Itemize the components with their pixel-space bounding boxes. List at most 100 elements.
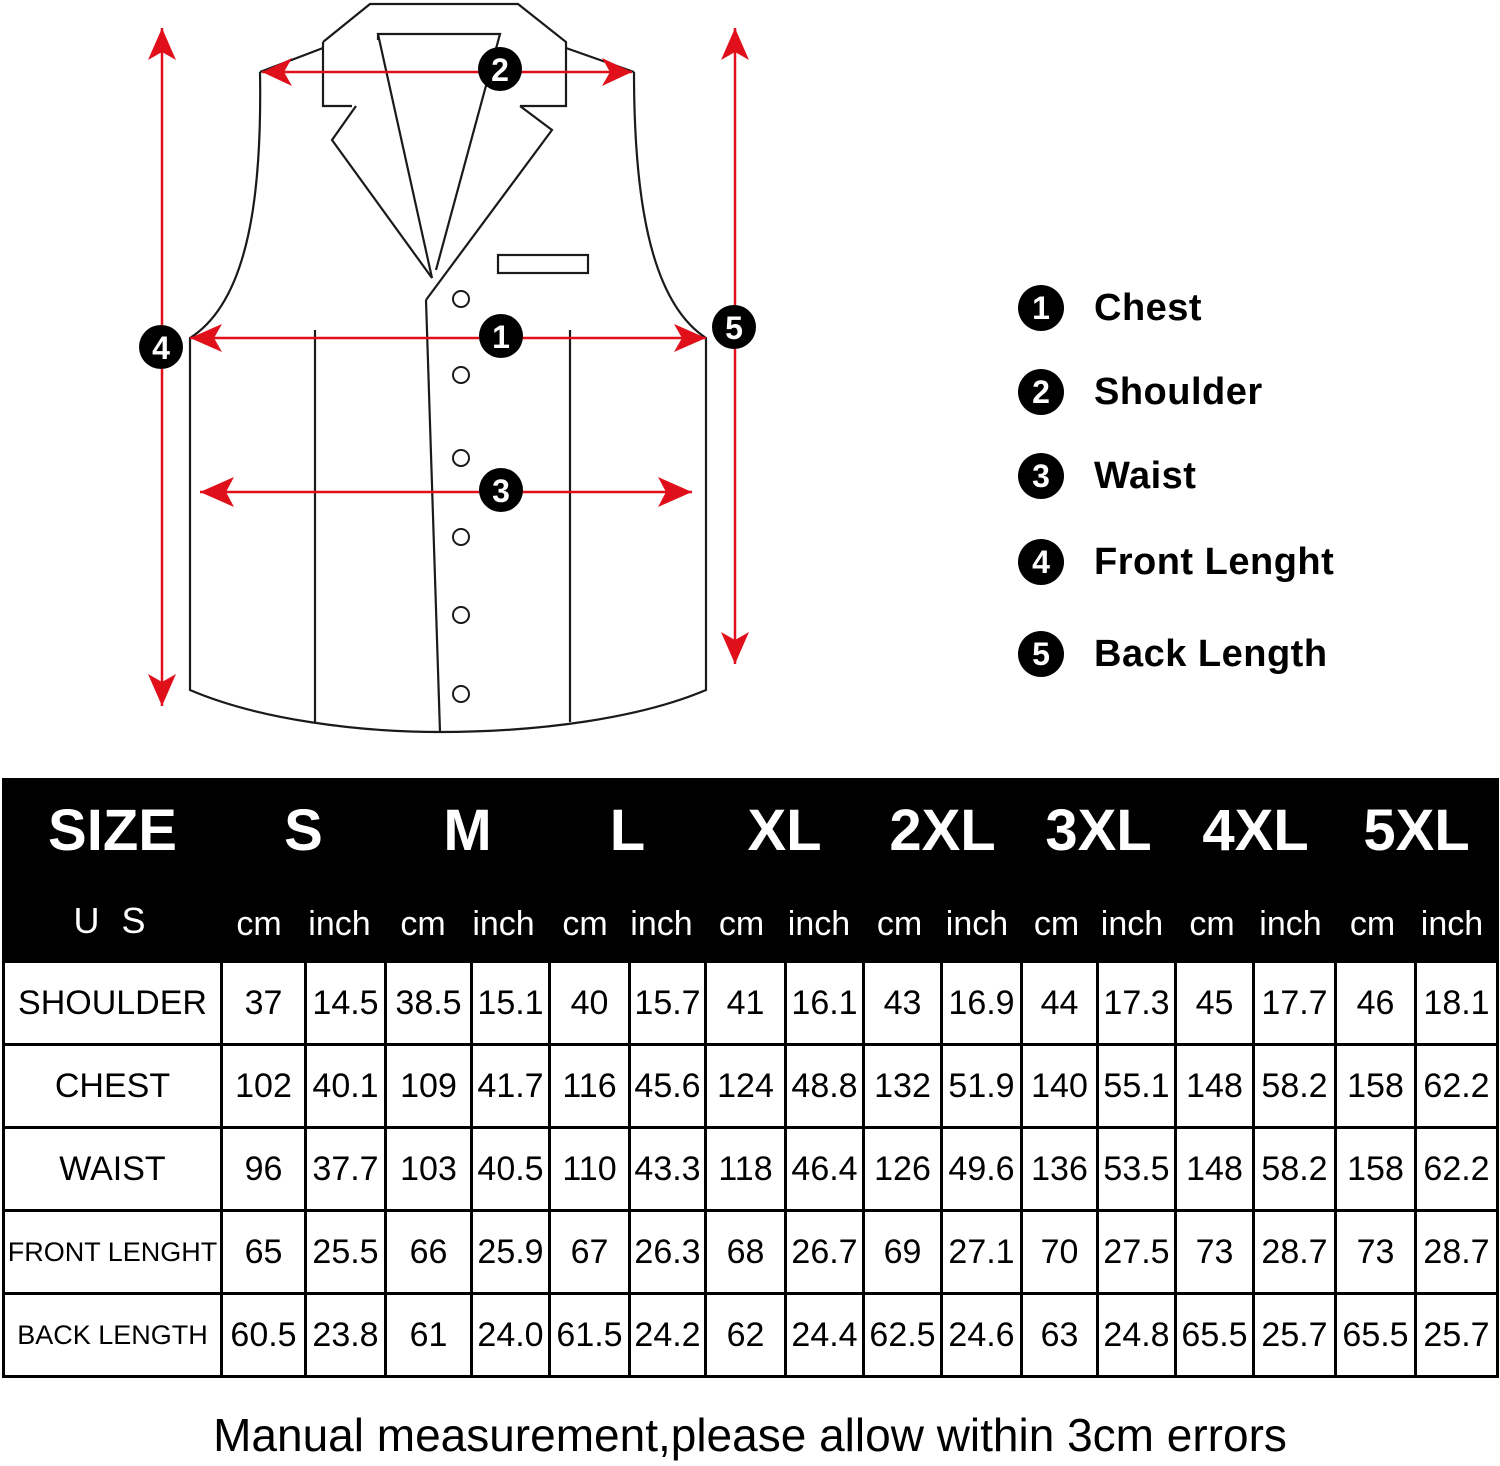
size-m: M [383,778,552,882]
inch-value-cell: 37.7 [304,1126,387,1212]
cm-value-cell: 37 [220,960,307,1046]
unit-cm: cm [1349,904,1396,943]
unit-cm: cm [718,904,765,943]
unit-inch: inch [1100,904,1164,943]
unit-inch: inch [945,904,1009,943]
unit-inch: inch [308,904,371,943]
cm-value-cell: 43 [862,960,944,1046]
number-3-icon: 3 [1018,453,1064,499]
cm-value-cell: 62 [704,1292,788,1378]
cm-value-cell: 38.5 [384,960,473,1046]
row-label: BACK LENGTH [2,1292,223,1378]
cm-value-cell: 124 [704,1043,788,1129]
svg-text:5: 5 [725,310,743,346]
legend-item-front-length: 4 Front Lenght [1018,534,1334,590]
unit-cm: cm [236,904,282,943]
inch-value-cell: 40.1 [304,1043,387,1129]
size-header-row: SIZE S M L XL 2XL 3XL 4XL 5XL [2,778,1500,882]
svg-text:1: 1 [492,319,510,355]
inch-value-cell: 25.5 [304,1209,387,1295]
inch-value-cell: 25.7 [1252,1292,1338,1378]
number-4-icon: 4 [1018,539,1064,585]
cm-value-cell: 44 [1020,960,1100,1046]
cm-value-cell: 69 [862,1209,944,1295]
unit-cm: cm [876,904,923,943]
row-label: FRONT LENGHT [2,1209,223,1295]
legend-item-chest: 1 Chest [1018,280,1202,336]
inch-value-cell: 48.8 [784,1043,866,1129]
inch-value-cell: 17.7 [1252,960,1338,1046]
inch-value-cell: 23.8 [304,1292,387,1378]
row-label: WAIST [2,1126,223,1212]
unit-cm: cm [1033,904,1080,943]
cm-value-cell: 116 [548,1043,632,1129]
unit-cm: cm [562,904,608,943]
unit-inch: inch [472,904,535,943]
cm-value-cell: 140 [1020,1043,1100,1129]
size-s: S [220,778,387,882]
cm-value-cell: 65.5 [1334,1292,1418,1378]
legend-label: Front Lenght [1094,540,1335,583]
measurement-note: Manual measurement,please allow within 3… [213,1409,1287,1461]
cm-value-cell: 103 [384,1126,473,1212]
cm-value-cell: 65.5 [1174,1292,1256,1378]
svg-text:2: 2 [491,52,509,88]
cm-value-cell: 118 [704,1126,788,1212]
inch-value-cell: 53.5 [1096,1126,1178,1212]
marker-2-badge: 2 [478,47,522,91]
inch-value-cell: 58.2 [1252,1043,1338,1129]
inch-value-cell: 24.4 [784,1292,866,1378]
us-label: U S [2,879,223,963]
unit-inch: inch [630,904,693,943]
legend-label: Chest [1094,286,1203,329]
cm-value-cell: 148 [1174,1126,1256,1212]
size-3xl: 3XL [1020,778,1178,882]
size-2xl: 2XL [862,778,1024,882]
inch-value-cell: 26.7 [784,1209,866,1295]
inch-value-cell: 24.6 [940,1292,1024,1378]
cm-value-cell: 136 [1020,1126,1100,1212]
cm-value-cell: 45 [1174,960,1256,1046]
marker-1-badge: 1 [479,314,523,358]
inch-value-cell: 62.2 [1414,1043,1500,1129]
cm-value-cell: 67 [548,1209,632,1295]
inch-value-cell: 16.9 [940,960,1024,1046]
cm-value-cell: 96 [220,1126,307,1212]
cm-value-cell: 60.5 [220,1292,307,1378]
cm-value-cell: 61 [384,1292,473,1378]
legend-label: Waist [1094,454,1197,497]
chest-measure-line [190,324,706,352]
cm-value-cell: 70 [1020,1209,1100,1295]
size-4xl: 4XL [1174,778,1338,882]
inch-value-cell: 27.5 [1096,1209,1178,1295]
cm-value-cell: 102 [220,1043,307,1129]
vest-buttons [452,290,470,703]
cm-value-cell: 40 [548,960,632,1046]
inch-value-cell: 62.2 [1414,1126,1500,1212]
cm-value-cell: 132 [862,1043,944,1129]
unit-cm: cm [1189,904,1235,943]
inch-value-cell: 55.1 [1096,1043,1178,1129]
marker-4-badge: 4 [139,325,183,369]
unit-inch: inch [787,904,851,943]
inch-value-cell: 46.4 [784,1126,866,1212]
inch-value-cell: 45.6 [628,1043,708,1129]
inch-value-cell: 15.1 [469,960,552,1046]
row-label: CHEST [2,1043,223,1129]
cm-value-cell: 126 [862,1126,944,1212]
inch-value-cell: 41.7 [469,1043,552,1129]
unit-inch: inch [1259,904,1322,943]
inch-value-cell: 26.3 [628,1209,708,1295]
legend-label: Shoulder [1094,370,1263,413]
inch-value-cell: 14.5 [304,960,387,1046]
cm-value-cell: 148 [1174,1043,1256,1129]
